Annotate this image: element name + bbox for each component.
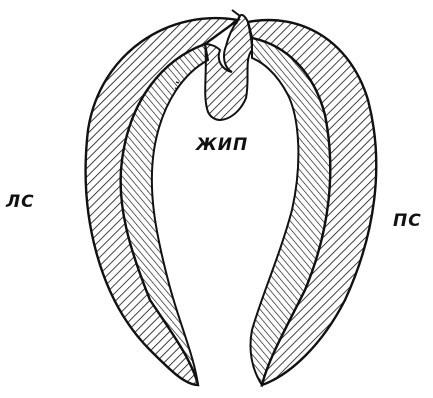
label-center: ЖИП bbox=[196, 137, 248, 154]
label-right: ПС bbox=[393, 213, 422, 230]
label-left: ЛС bbox=[6, 194, 35, 211]
